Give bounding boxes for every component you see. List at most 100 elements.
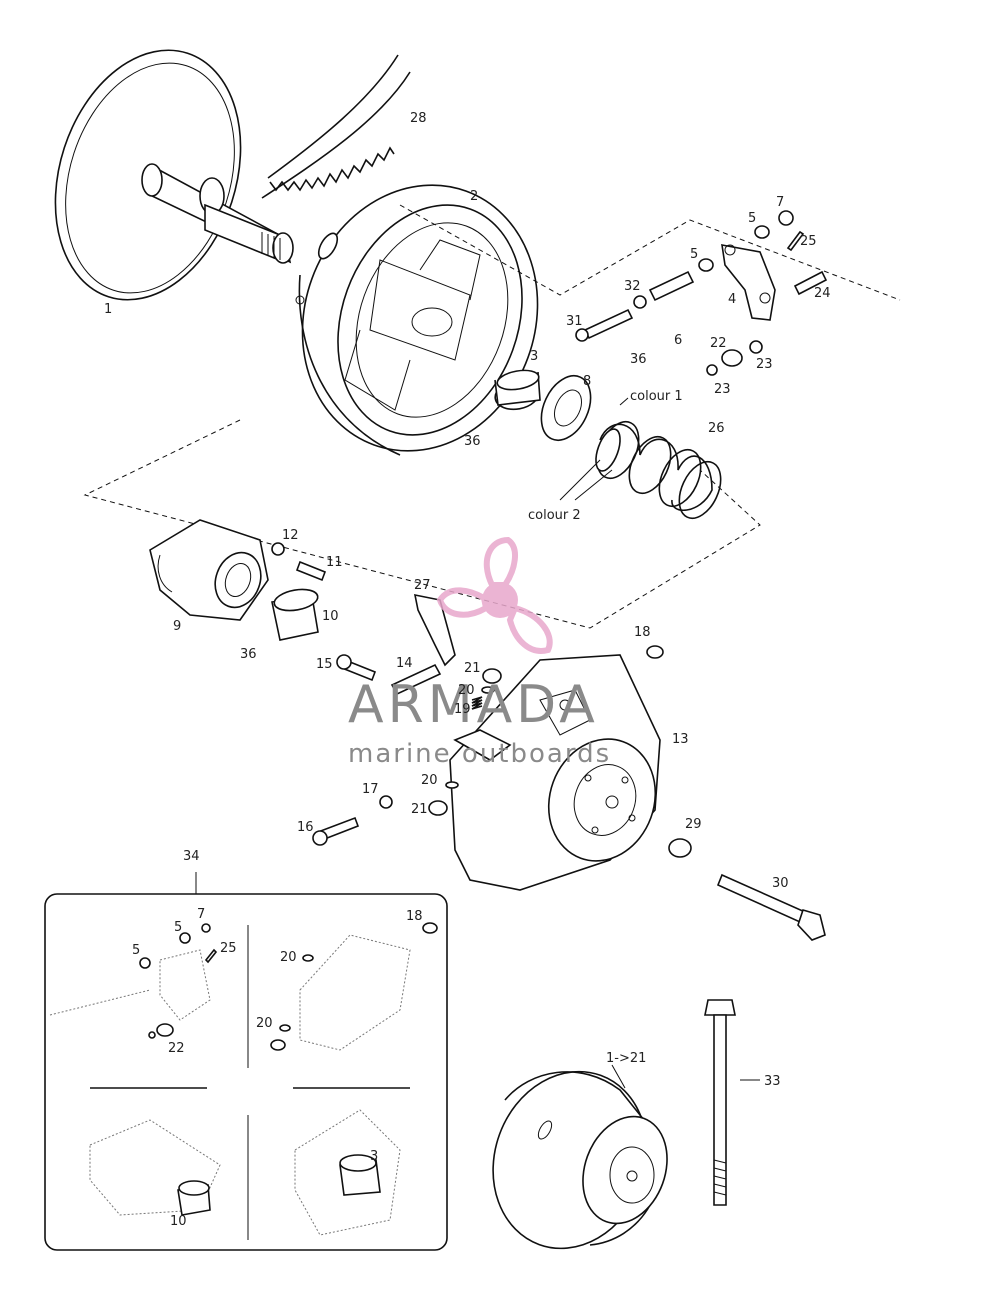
leader-colour2 (559, 459, 613, 501)
callout-18: 18 (634, 625, 651, 640)
part-washer-12 (271, 542, 285, 556)
inset-callout-20-top: 20 (280, 950, 297, 965)
callout-28: 28 (410, 111, 427, 126)
callout-31: 31 (566, 314, 583, 329)
inset-callout-25: 25 (220, 941, 237, 956)
inset-callout-20-low: 20 (256, 1016, 273, 1031)
part-screw-31 (575, 308, 634, 342)
callout-5-lower: 5 (690, 247, 698, 262)
callout-27: 27 (414, 578, 431, 593)
callout-23-right: 23 (756, 357, 773, 372)
part-roller-22 (721, 349, 743, 367)
part-bushing-5-upper (754, 225, 770, 239)
part-cam-housing (149, 519, 269, 621)
callout-7: 7 (776, 195, 784, 210)
part-washer-17 (379, 795, 393, 809)
inset-callout-7: 7 (197, 907, 205, 922)
part-nut-7 (778, 210, 794, 226)
inset-callout-5-left: 5 (132, 943, 140, 958)
part-weight-arm (453, 729, 512, 761)
callout-30: 30 (772, 876, 789, 891)
inset-callout-5-right: 5 (174, 920, 182, 935)
callout-32: 32 (624, 279, 641, 294)
part-spring (596, 420, 722, 520)
callout-14: 14 (396, 656, 413, 671)
inset-callout-18: 18 (406, 909, 423, 924)
part-bolt-33 (704, 999, 736, 1206)
part-bushing-5-lower (698, 258, 714, 272)
callout-21-low: 21 (411, 802, 428, 817)
part-pin-25 (786, 230, 805, 252)
inset-panel (44, 872, 448, 1251)
part-bolt-16-head (312, 830, 328, 846)
inset-callout-22: 22 (168, 1041, 185, 1056)
part-bushing-3 (494, 369, 541, 411)
callout-5-upper: 5 (748, 211, 756, 226)
callout-29: 29 (685, 817, 702, 832)
callout-36-mid: 36 (464, 434, 481, 449)
callout-15: 15 (316, 657, 333, 672)
part-washer-8 (540, 375, 592, 441)
callout-3: 3 (530, 349, 538, 364)
callout-36-top: 36 (630, 352, 647, 367)
part-drive-belt (261, 54, 411, 199)
inset-callout-3: 3 (370, 1149, 378, 1164)
callout-33: 33 (764, 1074, 781, 1089)
part-bushing-10 (271, 588, 319, 641)
part-fixed-sheave (54, 49, 294, 301)
part-bolt-30 (716, 873, 826, 941)
callout-17: 17 (362, 782, 379, 797)
leader-colour1 (619, 397, 629, 406)
part-cap-21a (482, 668, 502, 684)
part-governor-cup (449, 654, 661, 891)
part-screw-15-head (336, 654, 352, 670)
callout-20-low: 20 (421, 773, 438, 788)
part-clip-20a (481, 686, 495, 694)
watermark-title: ARMADA (348, 675, 599, 735)
callout-10: 10 (322, 609, 339, 624)
part-washer-23b (749, 340, 763, 354)
part-spring-19 (471, 696, 483, 710)
callout-13: 13 (672, 732, 689, 747)
callout-25: 25 (800, 234, 817, 249)
part-spring-seat (595, 428, 621, 472)
callout-23-left: 23 (714, 382, 731, 397)
part-pin-14 (390, 663, 442, 696)
callout-19: 19 (454, 702, 471, 717)
callout-22: 22 (710, 336, 727, 351)
callout-colour-2: colour 2 (528, 508, 581, 523)
callout-4: 4 (728, 292, 736, 307)
callout-21-top: 21 (464, 661, 481, 676)
part-movable-sheave (295, 184, 539, 456)
callout-9: 9 (173, 619, 181, 634)
callout-24: 24 (814, 286, 831, 301)
part-clip-20b (445, 781, 459, 789)
part-nut-18 (646, 645, 664, 659)
part-washer-23a (706, 364, 718, 376)
part-lever-arm (721, 244, 776, 321)
part-screw-11 (295, 560, 327, 582)
callout-11: 11 (326, 555, 343, 570)
callout-8: 8 (583, 374, 591, 389)
watermark-subtitle: marine outboards (348, 739, 611, 769)
part-lever-27 (413, 593, 456, 667)
part-washer-32 (633, 295, 647, 309)
inset-callout-10: 10 (170, 1214, 187, 1229)
part-pin-6 (648, 270, 695, 302)
callout-1: 1 (104, 302, 112, 317)
assembly-line-upper-box (83, 419, 761, 629)
callout-34: 34 (183, 849, 200, 864)
watermark-logo (436, 536, 553, 654)
callout-36-low: 36 (240, 647, 257, 662)
callout-range: 1->21 (606, 1051, 646, 1066)
callout-20-top: 20 (458, 683, 475, 698)
callout-2: 2 (470, 189, 478, 204)
leader-range (611, 1064, 626, 1089)
assembly-line-top (399, 204, 901, 301)
part-cap-21b (428, 800, 448, 816)
callout-16: 16 (297, 820, 314, 835)
part-washer-29 (668, 838, 692, 858)
callout-12: 12 (282, 528, 299, 543)
part-pin-24 (793, 270, 828, 296)
